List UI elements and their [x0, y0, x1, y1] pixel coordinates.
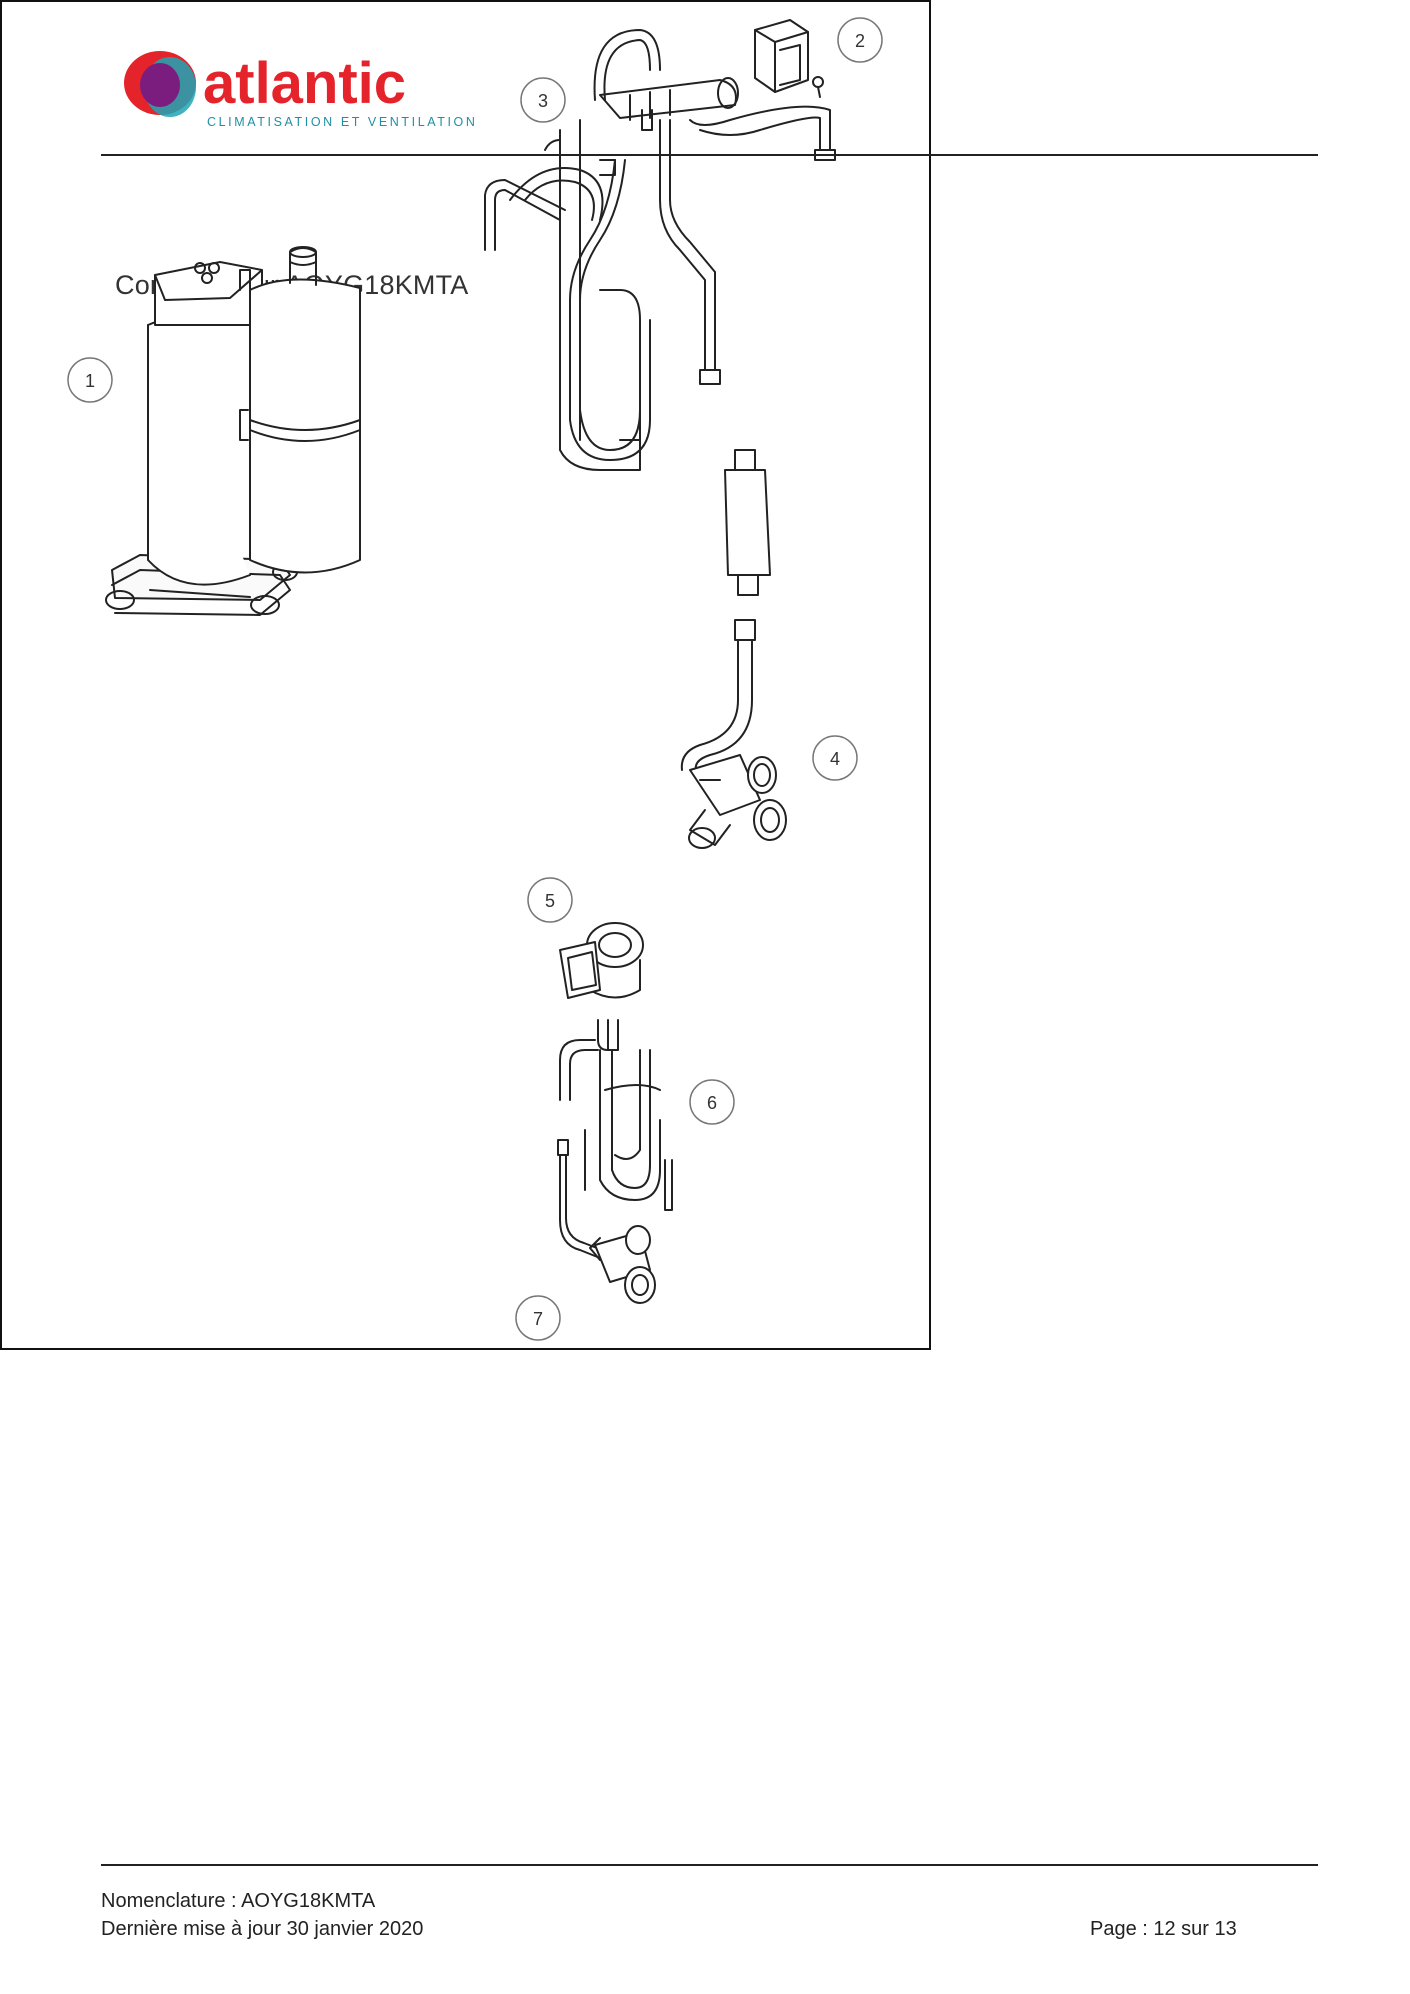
- exploded-diagram-frame: 1 2 3 4 5 6 7: [0, 0, 931, 1350]
- brand-logo: atlantic CLIMATISATION ET VENTILATION: [120, 45, 490, 135]
- part-solenoid-coil: [559, 922, 644, 999]
- footer-last-updated: Dernière mise à jour 30 janvier 2020: [101, 1918, 424, 1940]
- atlantic-logo-graphic: atlantic CLIMATISATION ET VENTILATION: [124, 51, 478, 129]
- callout-4: 4: [812, 735, 858, 781]
- callout-4-label: 4: [830, 749, 840, 769]
- footer-rule: [101, 1864, 1318, 1866]
- callout-1-label: 1: [85, 371, 95, 391]
- callout-3: 3: [520, 77, 566, 123]
- callout-2-label: 2: [855, 31, 865, 51]
- logo-purple-core: [140, 63, 180, 107]
- part-valve-pipe: [557, 1139, 656, 1304]
- part-compressor: [105, 246, 361, 616]
- brand-tagline: CLIMATISATION ET VENTILATION: [207, 115, 478, 129]
- callout-5: 5: [527, 877, 573, 923]
- header-rule: [101, 154, 1318, 156]
- part-service-valve: [680, 619, 787, 849]
- callout-3-label: 3: [538, 91, 548, 111]
- brand-name: atlantic: [203, 51, 406, 116]
- callout-6: 6: [689, 1079, 735, 1125]
- part-4way-valve-assembly: [484, 29, 836, 596]
- callout-2: 2: [837, 17, 883, 63]
- callout-7-label: 7: [533, 1309, 543, 1329]
- callout-1: 1: [67, 357, 113, 403]
- callout-7: 7: [515, 1295, 561, 1341]
- callout-5-label: 5: [545, 891, 555, 911]
- exploded-diagram: 1 2 3 4 5 6 7: [67, 17, 883, 1341]
- footer-page-number: Page : 12 sur 13: [1090, 1918, 1237, 1940]
- part-capillary-assembly: [559, 1019, 673, 1211]
- part-coil-connector: [754, 19, 824, 98]
- footer-nomenclature: Nomenclature : AOYG18KMTA: [101, 1890, 376, 1912]
- callout-6-label: 6: [707, 1093, 717, 1113]
